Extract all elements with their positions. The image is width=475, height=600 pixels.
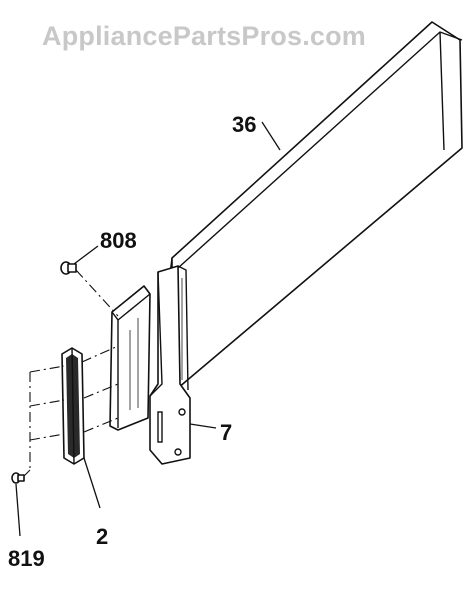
- assembly-lines: [23, 269, 119, 477]
- end-bracket-7[interactable]: [149, 265, 191, 465]
- watermark-text: AppliancePartsPros.com: [42, 21, 366, 51]
- leader-819: [15, 483, 21, 537]
- bracket-hole-lower: [174, 448, 182, 456]
- leader-lines: [15, 121, 281, 537]
- end-cap-2[interactable]: [61, 347, 85, 465]
- leader-36: [261, 121, 281, 151]
- leader-7: [189, 423, 217, 429]
- bracket-hole-upper: [178, 408, 186, 416]
- callout-2: 2: [96, 524, 108, 549]
- callout-36: 36: [232, 112, 256, 137]
- trim-panel-36[interactable]: [169, 21, 463, 389]
- callout-7: 7: [220, 420, 232, 445]
- side-cap[interactable]: [109, 285, 151, 431]
- leader-2: [83, 457, 101, 509]
- screw-819[interactable]: [11, 472, 25, 484]
- callout-819: 819: [8, 546, 45, 571]
- screw-808[interactable]: [60, 261, 77, 275]
- leader-808: [73, 245, 99, 265]
- bracket-slot: [157, 411, 163, 443]
- callout-808: 808: [100, 228, 137, 253]
